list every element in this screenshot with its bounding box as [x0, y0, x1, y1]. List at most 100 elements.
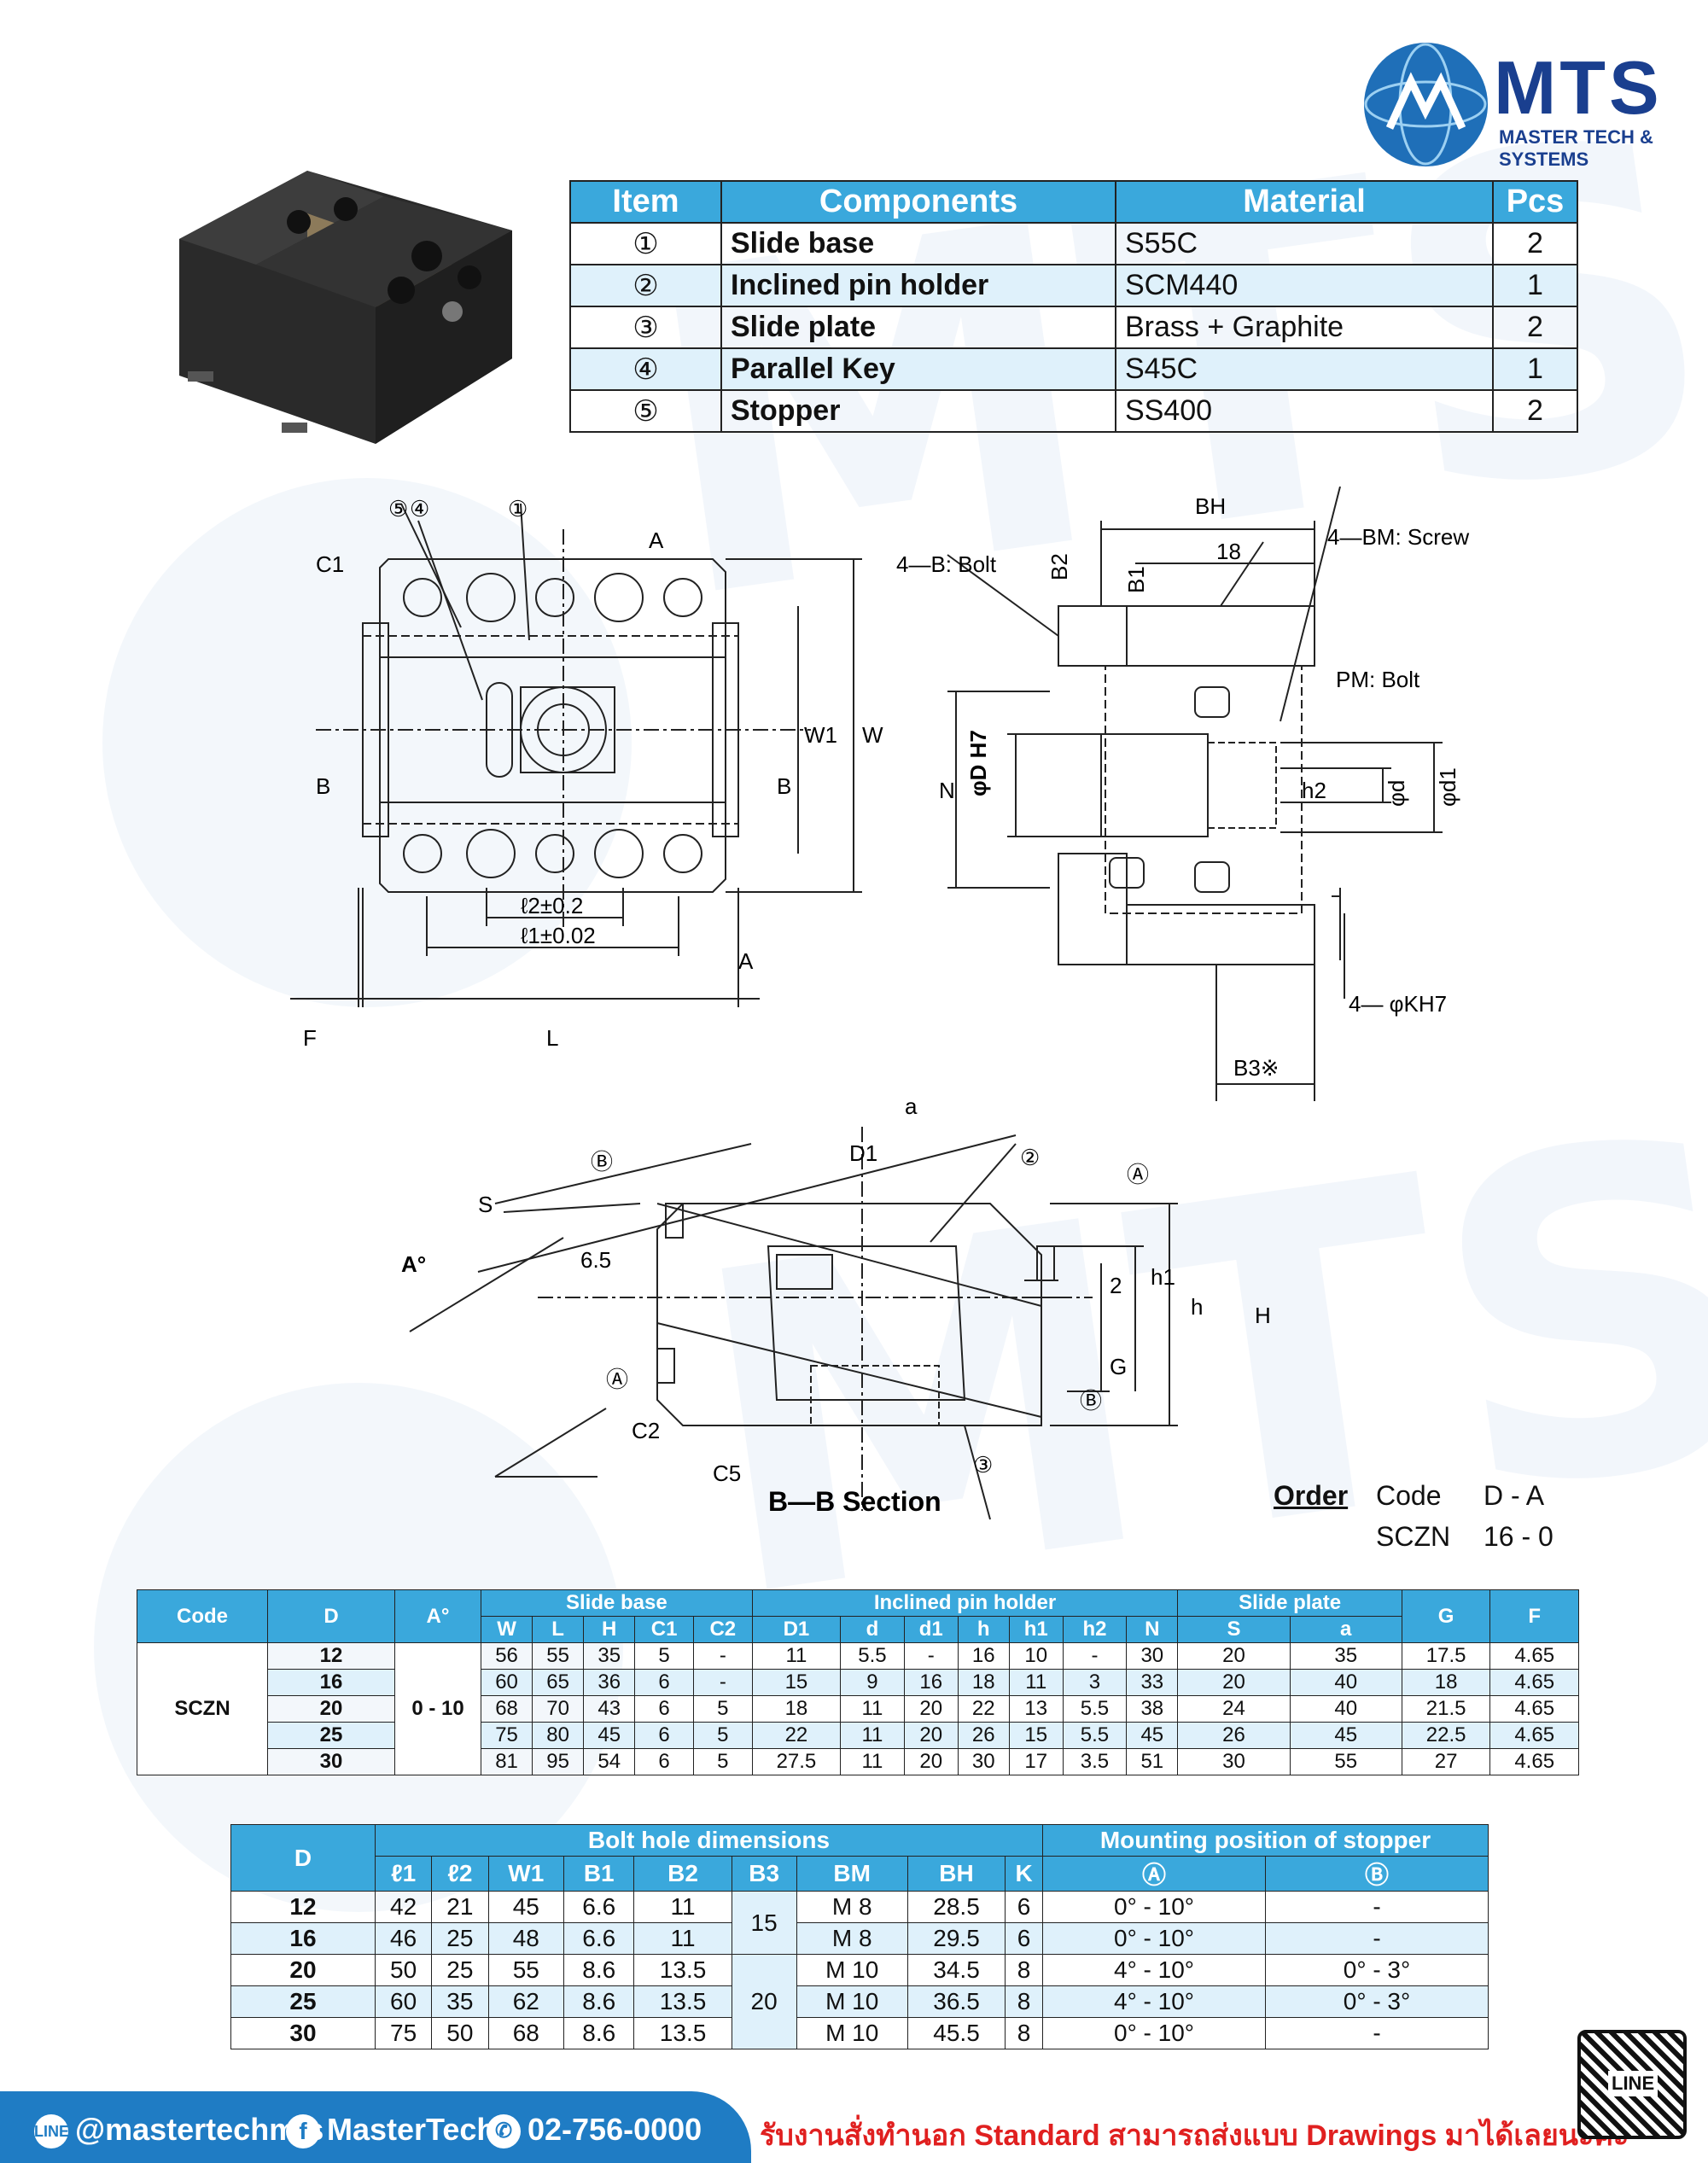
- col-components: Components: [720, 180, 1116, 224]
- value-cell: -: [903, 1642, 959, 1670]
- value-cell: 51: [1126, 1748, 1179, 1775]
- label-b-right: B: [777, 773, 791, 799]
- subcol-12: S: [1177, 1616, 1291, 1643]
- d-cell: 20: [230, 1954, 376, 1986]
- label-circle-b-top: Ⓑ: [591, 1149, 613, 1175]
- label-phi-k: 4— φKH7: [1349, 991, 1447, 1017]
- col-g: G: [1401, 1589, 1491, 1643]
- label-18: 18: [1216, 539, 1241, 564]
- label-h: h: [1191, 1294, 1203, 1320]
- component-name: Slide base: [720, 222, 1116, 265]
- component-name: Slide plate: [720, 306, 1116, 349]
- item-number: ⑤: [569, 389, 722, 433]
- value-cell: 20: [1177, 1669, 1291, 1696]
- value-cell: 20: [903, 1722, 959, 1749]
- footer-line[interactable]: LINE@mastertechmts: [34, 2112, 324, 2149]
- component-name: Inclined pin holder: [720, 264, 1116, 307]
- label-h-total: H: [1255, 1303, 1271, 1328]
- value-cell: 18: [1401, 1669, 1491, 1696]
- d-cell: 25: [230, 1985, 376, 2018]
- col-code: Code: [137, 1589, 268, 1643]
- footer-phone[interactable]: ✆02-756-0000: [487, 2112, 702, 2149]
- subcol-3: C1: [634, 1616, 694, 1643]
- label-w: W: [862, 722, 883, 748]
- table-row: ① Slide base S55C 2: [569, 222, 1578, 265]
- value-cell: 8.6: [563, 2017, 635, 2049]
- value-cell: 16: [957, 1642, 1010, 1670]
- subcol-3: B1: [563, 1856, 635, 1892]
- order-label: Order: [1274, 1480, 1349, 1511]
- d-cell: 16: [230, 1922, 376, 1955]
- label-2: 2: [1110, 1273, 1122, 1298]
- d-cell: 30: [230, 2017, 376, 2049]
- value-cell: 6: [1005, 1891, 1043, 1923]
- value-cell: 11: [751, 1642, 842, 1670]
- value-cell: 45: [583, 1722, 636, 1749]
- value-cell: 29.5: [906, 1922, 1006, 1955]
- label-pm-bolt: PM: Bolt: [1336, 667, 1420, 692]
- label-h2: h2: [1302, 778, 1326, 803]
- subcol-11: N: [1126, 1616, 1179, 1643]
- code-cell: SCZN: [137, 1642, 268, 1775]
- value-cell: 35: [1289, 1642, 1402, 1670]
- value-cell: 4.65: [1489, 1748, 1579, 1775]
- line-handle: @mastertechmts: [75, 2112, 324, 2147]
- subcol-7: BH: [906, 1856, 1006, 1892]
- value-cell: 20: [903, 1748, 959, 1775]
- pcs: 2: [1492, 389, 1578, 433]
- value-cell: 18: [957, 1669, 1010, 1696]
- item-number: ③: [569, 306, 722, 349]
- value-cell: 75: [480, 1722, 533, 1749]
- subcol-9: h1: [1008, 1616, 1064, 1643]
- table-row: ③ Slide plate Brass + Graphite 2: [569, 306, 1578, 349]
- angle-cell: 0 - 10: [394, 1642, 481, 1775]
- footer-tagline: รับงานสั่งทำนอก Standard สามารถส่งแบบ Dr…: [760, 2119, 1629, 2152]
- subcol-13: a: [1289, 1616, 1402, 1643]
- label-bh: BH: [1195, 493, 1226, 519]
- value-cell: 5: [692, 1722, 753, 1749]
- order-example-code: SCZN: [1376, 1521, 1451, 1552]
- value-cell: 5.5: [840, 1642, 905, 1670]
- value-cell: 16: [903, 1669, 959, 1696]
- label-item-2: ②: [1020, 1145, 1040, 1170]
- table-row: ⑤ Stopper SS400 2: [569, 389, 1578, 433]
- logo-subtitle: MASTER TECH & SYSTEMS: [1499, 126, 1653, 170]
- table-row: ④ Parallel Key S45C 1: [569, 347, 1578, 391]
- section-drawing: a D1 ② Ⓑ Ⓐ S A° 6.5 2 h1 h H G Ⓐ Ⓑ C2 C5…: [401, 1093, 1271, 1520]
- group-inclined-pin-holder: Inclined pin holder: [751, 1589, 1179, 1617]
- order-code-format: D - A: [1484, 1480, 1545, 1511]
- value-cell: 50: [431, 2017, 489, 2049]
- value-cell: -: [1062, 1642, 1128, 1670]
- material: SS400: [1115, 389, 1494, 433]
- value-cell: M 10: [796, 1954, 908, 1986]
- material: Brass + Graphite: [1115, 306, 1494, 349]
- value-cell: 6: [634, 1695, 694, 1723]
- subcol-4: B2: [633, 1856, 732, 1892]
- value-cell: -: [1265, 1922, 1489, 1955]
- value-cell: 15: [751, 1669, 842, 1696]
- subcol-6: d: [840, 1616, 905, 1643]
- value-cell: 11: [633, 1922, 732, 1955]
- col-pcs: Pcs: [1492, 180, 1578, 224]
- label-l: L: [546, 1025, 558, 1051]
- value-cell: 4° - 10°: [1042, 1954, 1266, 1986]
- value-cell: 17.5: [1401, 1642, 1491, 1670]
- subcol-5: D1: [751, 1616, 842, 1643]
- footer-bar: [0, 2091, 751, 2163]
- top-view-drawing: C1 ⑤ ④ ① A B B W1 W ℓ2±0.2 ℓ1±0.02 A F L: [290, 496, 883, 1051]
- label-item-4: ④: [410, 496, 429, 522]
- d-cell: 25: [267, 1722, 395, 1749]
- value-cell: 45: [487, 1891, 565, 1923]
- value-cell: 20: [1177, 1642, 1291, 1670]
- order-code-label: Code: [1376, 1480, 1442, 1511]
- label-item-5: ⑤: [388, 496, 408, 522]
- section-title: B—B Section: [768, 1486, 941, 1517]
- label-g: G: [1110, 1354, 1127, 1379]
- label-n: N: [939, 778, 955, 803]
- value-cell: 0° - 10°: [1042, 2017, 1266, 2049]
- value-cell: 4.65: [1489, 1642, 1579, 1670]
- value-cell: 0° - 3°: [1265, 1985, 1489, 2018]
- subcol-1: L: [532, 1616, 585, 1643]
